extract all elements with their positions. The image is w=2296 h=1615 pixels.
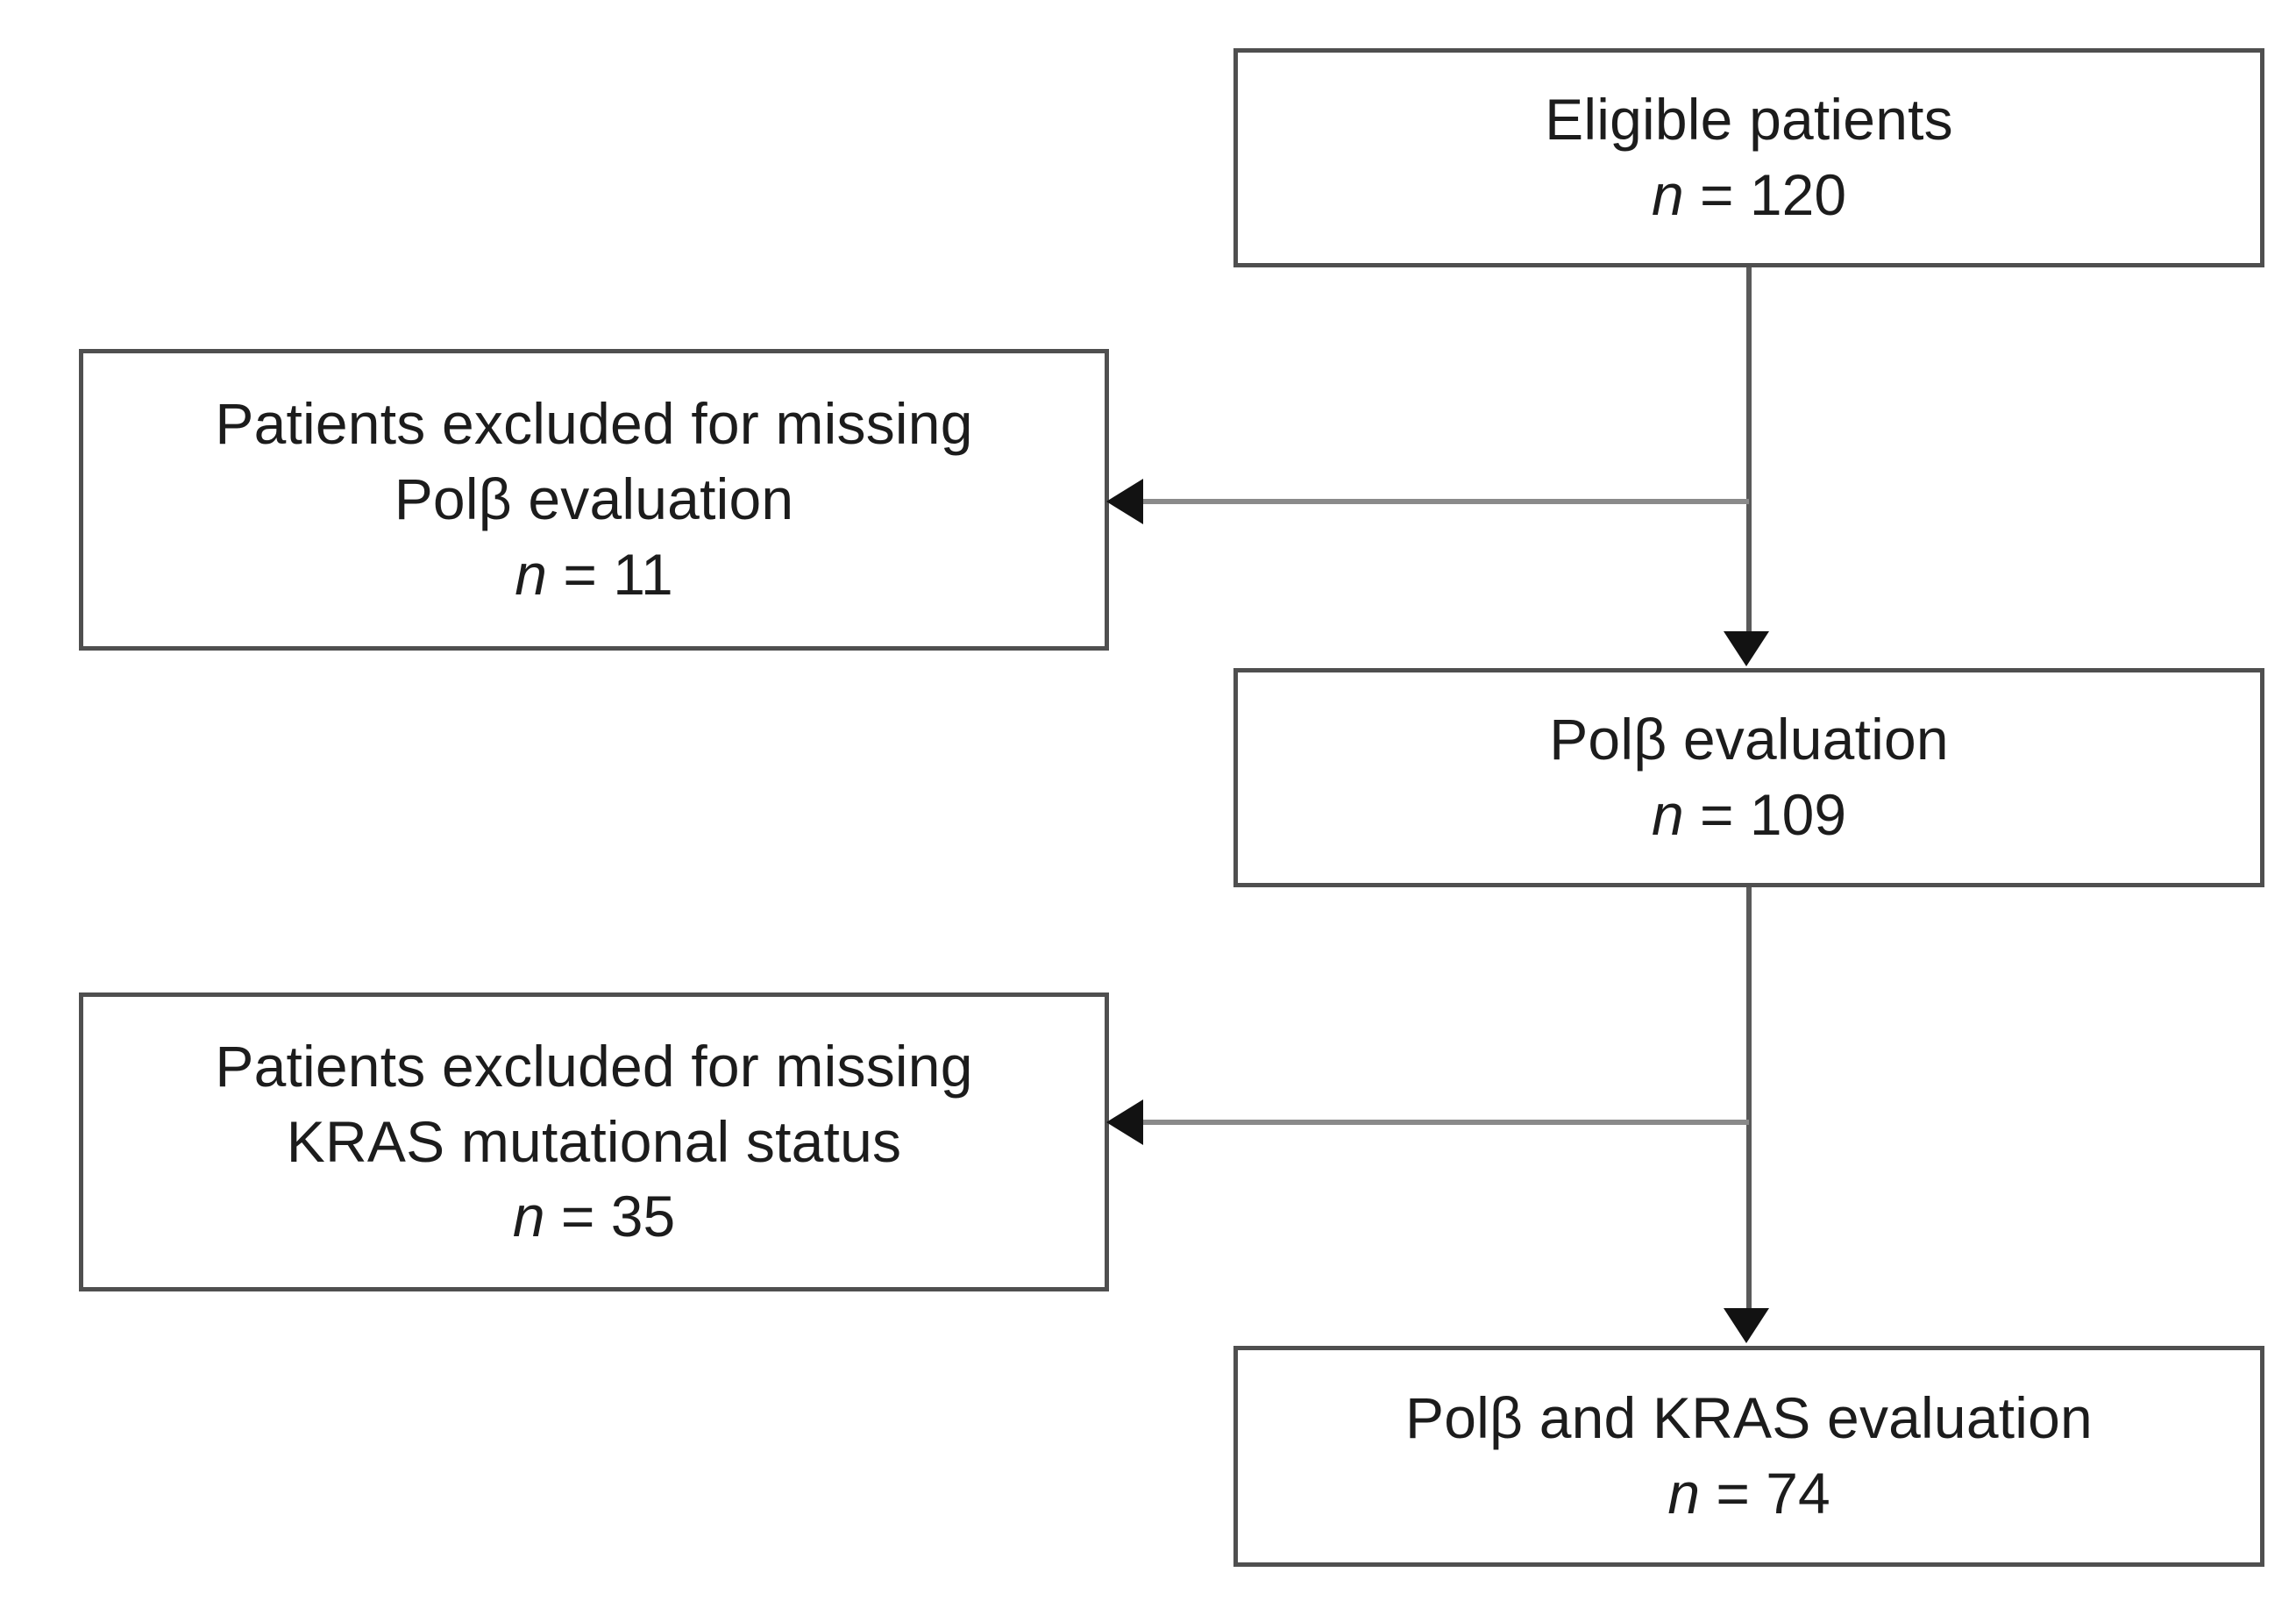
flow-node-polb-evaluation-count: n = 109 <box>1652 778 1846 853</box>
flow-node-excluded-missing-polb-line-1: Patients excluded for missing <box>215 391 973 457</box>
count-symbol-n: n <box>1651 162 1684 227</box>
flow-node-polb-and-kras-evaluation: Polβ and KRAS evaluation n = 74 <box>1233 1346 2264 1567</box>
flow-node-eligible-patients-count: n = 120 <box>1652 158 1846 233</box>
flow-node-excluded-missing-kras: Patients excluded for missing KRAS mutat… <box>79 992 1109 1291</box>
connector-polb-evaluation-to-excluded-kras <box>1135 1120 1749 1125</box>
connector-eligible-to-polb-evaluation <box>1746 267 1752 636</box>
count-symbol-n: n <box>1651 782 1684 847</box>
count-value: 120 <box>1749 162 1847 227</box>
count-symbol-n: n <box>1667 1461 1701 1526</box>
arrowhead-left-icon-excluded-polb <box>1106 479 1143 524</box>
flow-node-excluded-missing-polb-line-2: Polβ evaluation <box>394 466 794 532</box>
count-separator: = <box>1700 1461 1766 1526</box>
count-separator: = <box>1683 782 1750 847</box>
flow-node-excluded-missing-kras-count: n = 35 <box>513 1179 675 1255</box>
flow-node-eligible-patients: Eligible patients n = 120 <box>1233 48 2264 267</box>
count-value: 11 <box>613 541 673 607</box>
flow-node-polb-and-kras-evaluation-line-1: Polβ and KRAS evaluation <box>1405 1385 2093 1451</box>
flow-node-excluded-missing-polb: Patients excluded for missing Polβ evalu… <box>79 349 1109 651</box>
count-value: 109 <box>1749 782 1847 847</box>
count-separator: = <box>546 541 614 607</box>
flow-node-eligible-patients-line-1: Eligible patients <box>1545 87 1953 153</box>
flow-node-polb-evaluation: Polβ evaluation n = 109 <box>1233 668 2264 887</box>
flow-node-polb-and-kras-evaluation-count: n = 74 <box>1667 1456 1830 1532</box>
arrowhead-down-icon-polb-evaluation <box>1724 631 1769 666</box>
arrowhead-left-icon-excluded-kras <box>1106 1099 1143 1145</box>
flow-node-excluded-missing-kras-line-1: Patients excluded for missing <box>215 1033 973 1099</box>
count-separator: = <box>544 1184 611 1249</box>
count-symbol-n: n <box>515 541 547 607</box>
connector-polb-evaluation-to-polb-kras <box>1746 887 1752 1313</box>
count-value: 74 <box>1766 1461 1830 1526</box>
arrowhead-down-icon-polb-kras <box>1724 1308 1769 1343</box>
flow-node-excluded-missing-kras-line-2: KRAS mutational status <box>286 1108 902 1174</box>
count-value: 35 <box>610 1184 676 1249</box>
count-separator: = <box>1683 162 1750 227</box>
flow-node-excluded-missing-polb-count: n = 11 <box>515 537 672 613</box>
count-symbol-n: n <box>512 1184 545 1249</box>
flow-node-polb-evaluation-line-1: Polβ evaluation <box>1549 707 1949 772</box>
connector-eligible-to-excluded-polb <box>1135 499 1749 504</box>
